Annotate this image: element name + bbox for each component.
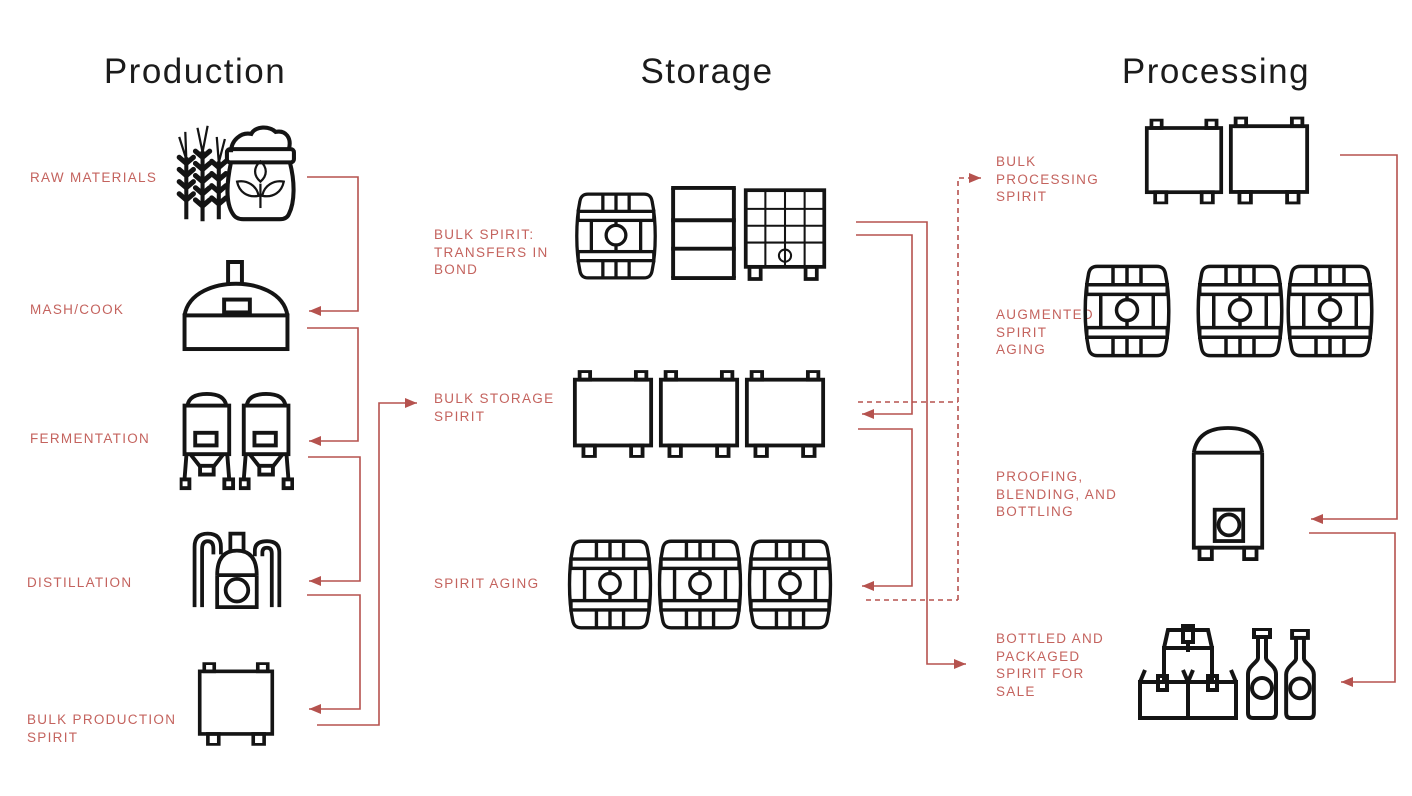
proofing-tank-icon — [1191, 426, 1265, 561]
label-bulk-spirit-transfers: BULK SPIRIT: TRANSFERS IN BOND — [434, 227, 549, 278]
arrow-bulk-processing-to-proofing — [1311, 154, 1398, 524]
arrow-raw-to-mash — [307, 176, 359, 316]
label-bulk-processing-spirit: BULK PROCESSING SPIRIT — [996, 154, 1100, 205]
label-bottled-packaged: BOTTLED AND PACKAGED SPIRIT FOR SALE — [996, 631, 1105, 699]
label-distillation: DISTILLATION — [27, 575, 133, 590]
production-header: Production — [103, 52, 287, 91]
label-fermentation: FERMENTATION — [30, 431, 151, 446]
processing-header: Processing — [1121, 52, 1311, 91]
arrow-fermentation-to-distillation — [308, 456, 361, 586]
label-bulk-production-spirit: BULK PRODUCTION SPIRIT — [27, 712, 177, 745]
arrow-bulk-storage-to-spirit-aging — [858, 428, 913, 591]
label-proofing-blending-bottling: PROOFING, BLENDING, AND BOTTLING — [996, 469, 1118, 520]
packaged-boxes-icon — [1138, 624, 1238, 720]
label-spirit-aging: SPIRIT AGING — [434, 576, 540, 591]
label-bulk-storage-spirit: BULK STORAGE SPIRIT — [434, 391, 555, 424]
label-augmented-spirit-aging: AUGMENTED SPIRIT AGING — [996, 307, 1094, 358]
storage-ibc-tote-icon — [743, 188, 827, 281]
distillation-icon — [192, 531, 282, 609]
label-raw-materials: RAW MATERIALS — [30, 170, 158, 185]
dashed-arrow-to-bulk-processing — [957, 173, 981, 600]
raw-materials-icon — [176, 125, 296, 222]
mash-cook-icon — [182, 259, 290, 352]
arrow-mash-to-fermentation — [307, 327, 359, 446]
storage-drum-icon — [671, 185, 736, 281]
arrow-bulk-production-to-bulk-storage — [317, 398, 417, 726]
storage-header: Storage — [640, 52, 774, 91]
label-mash-cook: MASH/COOK — [30, 302, 125, 317]
arrow-transfers-to-bulk-storage — [856, 234, 913, 419]
arrow-transfers-to-bottled — [856, 221, 966, 669]
arrow-proofing-to-bottled — [1309, 532, 1396, 687]
arrow-distillation-to-bulk-production — [307, 594, 361, 714]
